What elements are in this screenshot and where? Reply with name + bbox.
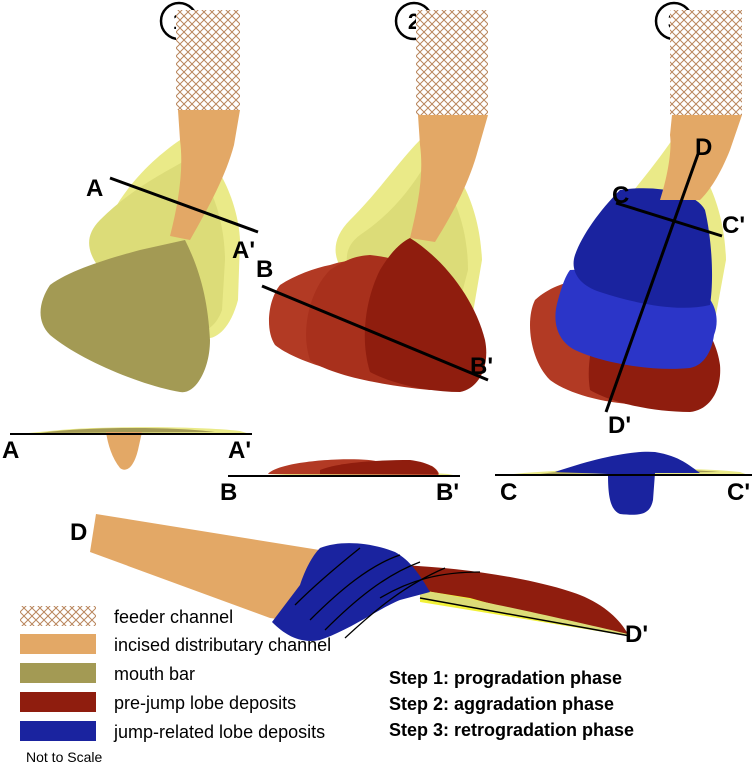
panel-1: 1 A A' [40, 1, 259, 393]
long-section-yellow-fringe [420, 590, 628, 636]
long-section-pre-jump-lobe [400, 565, 628, 634]
cross-section-a-channel [106, 432, 142, 470]
panel-3-feeder-channel [670, 10, 742, 115]
legend-label-incised-channel: incised distributary channel [114, 635, 331, 655]
cross-section-c: C C' [495, 451, 752, 515]
cross-section-a-mouth-bar [40, 427, 215, 433]
long-section-layer-1 [294, 547, 361, 606]
panel-3-jump-lobe-upper [573, 188, 713, 308]
panel-2-label-b: B [256, 256, 273, 283]
cross-section-c-right-label: C' [727, 479, 750, 506]
panel-3-label-c-prime: C' [722, 212, 745, 239]
panel-2-feeder-channel [416, 10, 488, 115]
long-section-right-label: D' [625, 621, 648, 648]
cross-section-a-right-label: A' [228, 437, 251, 464]
panel-3-section-line-c [615, 201, 723, 238]
step-2-label: Step 2: aggradation phase [389, 694, 614, 714]
panel-3-label-d-prime: D' [608, 412, 631, 439]
panel-2: 2 B B' [256, 1, 493, 392]
legend-label-pre-jump-lobe: pre-jump lobe deposits [114, 693, 296, 713]
panel-1-section-line [109, 176, 259, 234]
legend-label-jump-lobe: jump-related lobe deposits [113, 722, 325, 742]
panel-1-label-a: A [86, 175, 103, 202]
legend-swatch-feeder-channel [20, 606, 96, 626]
cross-section-b-left-label: B [220, 479, 237, 506]
long-section-baseline [419, 597, 631, 637]
long-section-layer-2 [309, 554, 401, 621]
long-section-left-label: D [70, 519, 87, 546]
cross-section-c-jump-lobe [555, 451, 700, 515]
legend: feeder channel incised distributary chan… [20, 606, 331, 765]
longitudinal-section-d: D D' [70, 514, 648, 648]
long-section-jump-lobe [272, 543, 430, 641]
cross-section-b: B B' [220, 459, 460, 506]
panel-3-label-d: D [695, 134, 712, 161]
legend-swatch-mouth-bar [20, 663, 96, 683]
legend-label-mouth-bar: mouth bar [114, 664, 195, 684]
panel-3: 3 C C' D D' [530, 1, 745, 439]
cross-section-a: A A' [2, 427, 252, 470]
panel-1-label-a-prime: A' [232, 237, 255, 264]
cross-section-c-left-label: C [500, 479, 517, 506]
panel-2-lobe-right [364, 238, 487, 392]
legend-swatch-incised-channel [20, 634, 96, 654]
legend-label-feeder-channel: feeder channel [114, 607, 233, 627]
panel-3-incised-channel [660, 115, 742, 200]
panel-3-section-line-d [604, 153, 700, 413]
scale-note: Not to Scale [26, 749, 102, 765]
panel-1-mouth-bar [40, 240, 210, 393]
panel-1-feeder-channel [176, 10, 240, 110]
cross-section-b-right-label: B' [436, 479, 459, 506]
long-section-layer-5 [379, 571, 481, 599]
long-section-layer-4 [344, 567, 446, 639]
panel-2-section-line [261, 284, 489, 382]
long-section-layer-3 [324, 561, 421, 631]
cross-section-b-lobe-dark [320, 460, 438, 474]
panel-2-label-b-prime: B' [470, 353, 493, 380]
step-3-label: Step 3: retrogradation phase [389, 720, 634, 740]
legend-swatch-jump-lobe [20, 721, 96, 741]
legend-swatch-pre-jump-lobe [20, 692, 96, 712]
steps-list: Step 1: progradation phase Step 2: aggra… [389, 668, 634, 740]
cross-section-a-left-label: A [2, 437, 19, 464]
long-section-incised-channel [90, 514, 332, 619]
step-1-label: Step 1: progradation phase [389, 668, 622, 688]
panel-2-incised-channel [410, 115, 488, 242]
panel-3-label-c: C [612, 182, 629, 209]
